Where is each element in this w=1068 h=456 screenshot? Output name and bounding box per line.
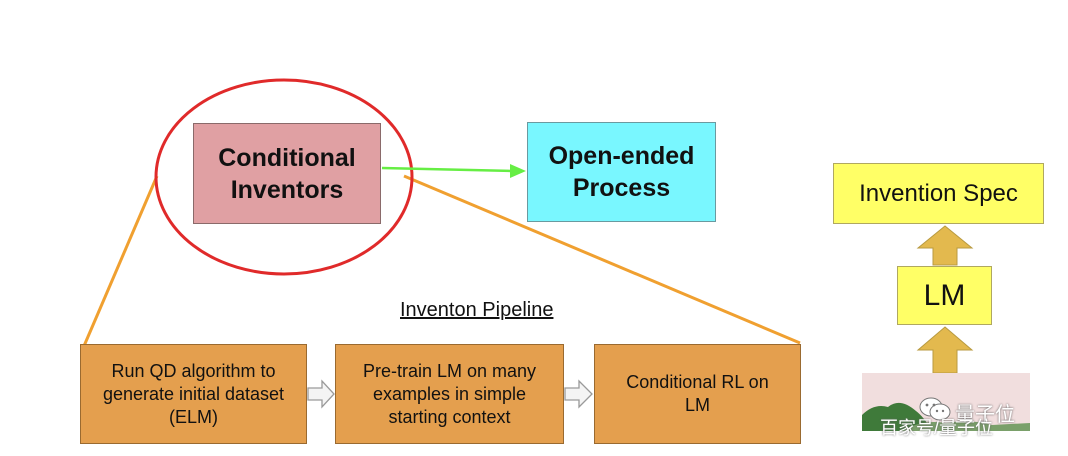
- wechat-icon: [919, 397, 951, 421]
- pipeline-step-rl: Conditional RL on LM: [594, 344, 801, 444]
- mountain-image: [862, 373, 1030, 431]
- pipeline-title: Inventon Pipeline: [400, 299, 554, 321]
- pipeline-arrow-2: [564, 379, 593, 409]
- pipeline-step-pretrain: Pre-train LM on many examples in simple …: [335, 344, 564, 444]
- watermark-label: 量子位: [955, 404, 1015, 426]
- green-arrow-shaft: [381, 166, 513, 173]
- up-arrow-bottom: [916, 326, 974, 374]
- zoom-line-right: [403, 174, 801, 345]
- conditional-inventors-box: Conditional Inventors: [193, 123, 381, 224]
- open-ended-process-box: Open-ended Process: [527, 122, 716, 222]
- zoom-line-left: [82, 175, 159, 347]
- invention-spec-box: Invention Spec: [833, 163, 1044, 224]
- green-arrow-head: [510, 164, 526, 178]
- highlight-ellipse: [154, 78, 414, 276]
- up-arrow-top: [916, 225, 974, 266]
- pipeline-step-qd: Run QD algorithm to generate initial dat…: [80, 344, 307, 444]
- pipeline-arrow-1: [307, 379, 335, 409]
- lm-box: LM: [897, 266, 992, 325]
- background-photo: [862, 373, 1030, 431]
- watermark-bottom-label: 百家号/量子位: [880, 418, 994, 438]
